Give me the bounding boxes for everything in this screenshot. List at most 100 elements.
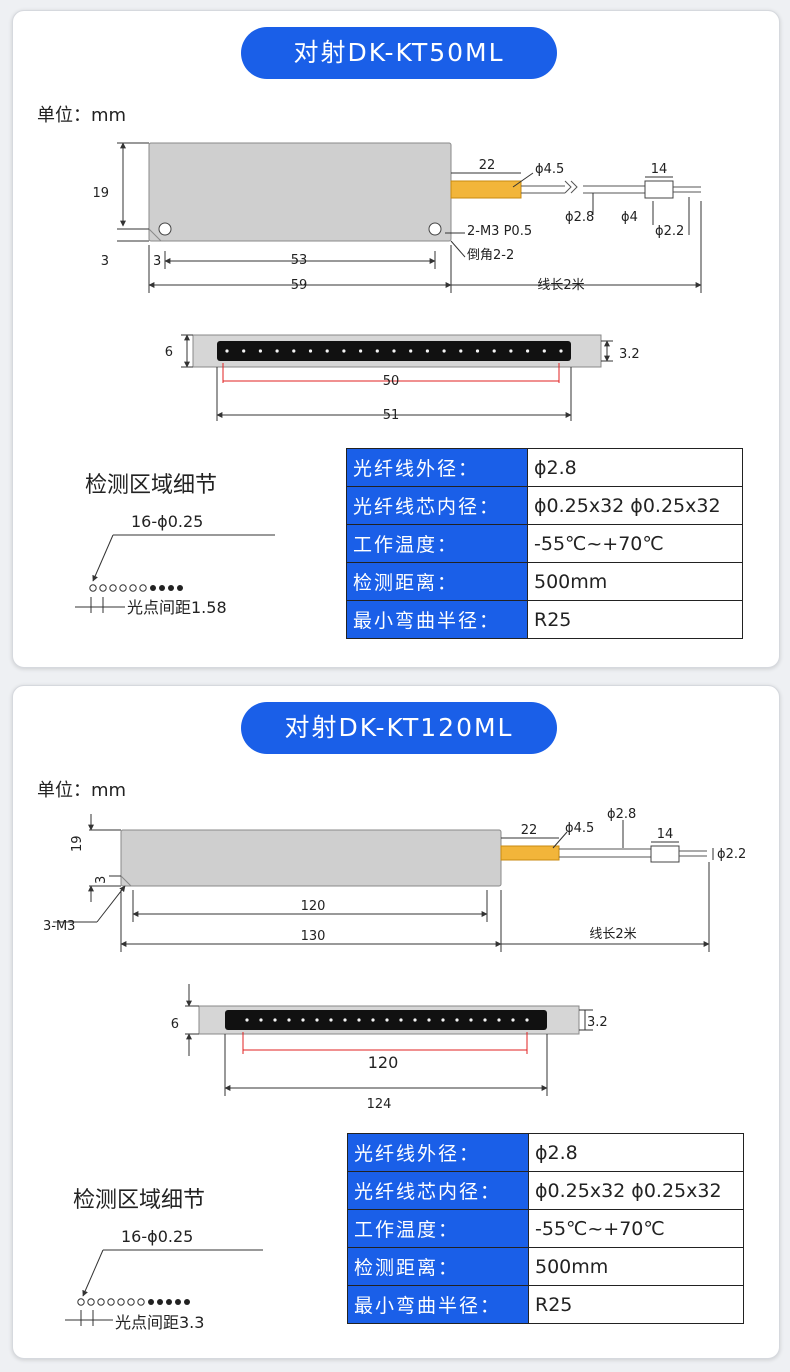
dim-sleeve-22: 22 xyxy=(521,823,538,838)
table-row: 光纤线芯内径：ϕ0.25x32 ϕ0.25x32 xyxy=(347,1171,744,1210)
light-spot xyxy=(245,1018,249,1022)
light-spot xyxy=(399,1018,403,1022)
spec-key: 最小弯曲半径： xyxy=(346,600,528,639)
dim-width-130: 130 xyxy=(301,929,326,944)
light-spot xyxy=(385,1018,389,1022)
dim-hole-offset: 3 xyxy=(101,254,109,269)
mount-hole xyxy=(158,222,172,236)
light-spot xyxy=(559,349,563,353)
cable-sleeve xyxy=(500,845,560,861)
light-spot xyxy=(509,349,513,353)
table-row: 检测距离：500mm xyxy=(347,1247,744,1286)
light-spot xyxy=(342,349,346,353)
product-card-kt50ml: 对射DK-KT50ML 单位：mm 19 3 53 3 59 xyxy=(12,10,780,668)
table-row: 光纤线外径：ϕ2.8 xyxy=(346,448,743,487)
dim-phi-2-8: ϕ2.8 xyxy=(607,807,636,822)
spec-value: ϕ0.25x32 ϕ0.25x32 xyxy=(528,1171,744,1210)
dim-phi-4-5: ϕ4.5 xyxy=(535,162,564,177)
dim-length-14: 14 xyxy=(657,827,674,842)
light-spot xyxy=(308,349,313,353)
table-row: 光纤线芯内径：ϕ0.25x32 ϕ0.25x32 xyxy=(346,486,743,525)
light-spot xyxy=(275,349,279,353)
light-spot-row xyxy=(225,349,563,353)
dim-window-124: 124 xyxy=(367,1097,392,1112)
detail-title: 检测区域细节 xyxy=(85,473,218,498)
light-spot xyxy=(425,349,429,353)
light-spot xyxy=(242,349,246,353)
cable-sleeve xyxy=(450,180,522,199)
detail-title: 检测区域细节 xyxy=(73,1188,206,1213)
light-spot xyxy=(315,1018,319,1022)
spec-table: 光纤线外径：ϕ2.8 光纤线芯内径：ϕ0.25x32 ϕ0.25x32 工作温度… xyxy=(346,448,743,639)
spec-value: ϕ0.25x32 ϕ0.25x32 xyxy=(527,486,743,525)
table-row: 检测距离：500mm xyxy=(346,562,743,601)
light-spot-row xyxy=(245,1018,529,1022)
dim-height-19: 19 xyxy=(92,186,109,201)
light-spot xyxy=(469,1018,473,1022)
dim-cable-length: 线长2米 xyxy=(589,927,636,942)
spec-key: 光纤线芯内径： xyxy=(347,1171,529,1210)
spec-value: R25 xyxy=(528,1285,744,1324)
table-row: 工作温度：-55℃~+70℃ xyxy=(347,1209,744,1248)
model-title-pill: 对射DK-KT120ML xyxy=(241,702,557,754)
dimension-drawing-kt50ml: 19 3 53 3 59 线长2米 22 ϕ4.5 14 ϕ2.8 ϕ4 ϕ2.… xyxy=(75,142,702,617)
light-spot xyxy=(225,349,229,353)
dim-span-120: 120 xyxy=(368,1053,399,1072)
light-spot xyxy=(497,1018,501,1022)
light-spot xyxy=(526,349,530,353)
light-spot xyxy=(441,1018,445,1022)
light-spot xyxy=(375,349,379,353)
table-row: 最小弯曲半径：R25 xyxy=(347,1285,744,1324)
sensor-body xyxy=(148,142,452,242)
light-spot xyxy=(371,1018,375,1022)
dim-width-59: 59 xyxy=(291,278,308,293)
dim-hole-offset: 3 xyxy=(94,876,109,884)
spec-key: 最小弯曲半径： xyxy=(347,1285,529,1324)
table-row: 工作温度：-55℃~+70℃ xyxy=(346,524,743,563)
spec-value: 500mm xyxy=(528,1247,744,1286)
light-spot xyxy=(343,1018,347,1022)
light-spot xyxy=(475,349,480,353)
unit-label: 单位：mm xyxy=(37,780,127,801)
dim-window-51: 51 xyxy=(383,408,400,423)
light-spot xyxy=(359,349,363,353)
light-spot xyxy=(483,1018,487,1022)
light-spot xyxy=(325,349,329,353)
light-spot xyxy=(413,1018,417,1022)
light-spot xyxy=(427,1018,431,1022)
detail-spot-pitch: 光点间距1.58 xyxy=(127,598,227,617)
spec-key: 检测距离： xyxy=(346,562,528,601)
detail-spot-pattern xyxy=(77,1298,190,1306)
light-spot xyxy=(273,1018,277,1022)
spec-key: 工作温度： xyxy=(346,524,528,563)
model-title-pill: 对射DK-KT50ML xyxy=(241,27,557,79)
light-spot xyxy=(442,349,446,353)
light-spot xyxy=(258,349,262,353)
light-spot xyxy=(301,1018,305,1022)
dim-phi-2-2: ϕ2.2 xyxy=(717,847,746,862)
light-spot xyxy=(287,1018,291,1022)
dim-cable-length: 线长2米 xyxy=(537,278,584,293)
detail-spot-pattern xyxy=(89,584,183,592)
spec-value: -55℃~+70℃ xyxy=(527,524,743,563)
table-row: 光纤线外径：ϕ2.8 xyxy=(347,1133,744,1172)
spec-key: 光纤线外径： xyxy=(346,448,528,487)
light-spot xyxy=(292,349,296,353)
light-spot xyxy=(409,349,413,353)
spec-key: 光纤线芯内径： xyxy=(346,486,528,525)
dim-hole-spacing-53: 53 xyxy=(291,253,308,268)
dim-phi-2-2: ϕ2.2 xyxy=(655,224,684,239)
dim-phi-2-8: ϕ2.8 xyxy=(565,210,594,225)
spec-key: 光纤线外径： xyxy=(347,1133,529,1172)
light-spot xyxy=(392,349,396,353)
light-spot xyxy=(492,349,496,353)
light-spot xyxy=(459,349,463,353)
spec-table: 光纤线外径：ϕ2.8 光纤线芯内径：ϕ0.25x32 ϕ0.25x32 工作温度… xyxy=(347,1133,744,1324)
light-spot xyxy=(525,1018,529,1022)
spec-value: ϕ2.8 xyxy=(527,448,743,487)
dim-phi-4-5: ϕ4.5 xyxy=(565,821,594,836)
dim-hole-spacing-120: 120 xyxy=(301,899,326,914)
dim-thickness-3-2: 3.2 xyxy=(587,1015,608,1030)
dim-length-14: 14 xyxy=(651,162,668,177)
product-card-kt120ml: 对射DK-KT120ML 单位：mm 19 3 3-M3 120 130 线 xyxy=(12,685,780,1359)
